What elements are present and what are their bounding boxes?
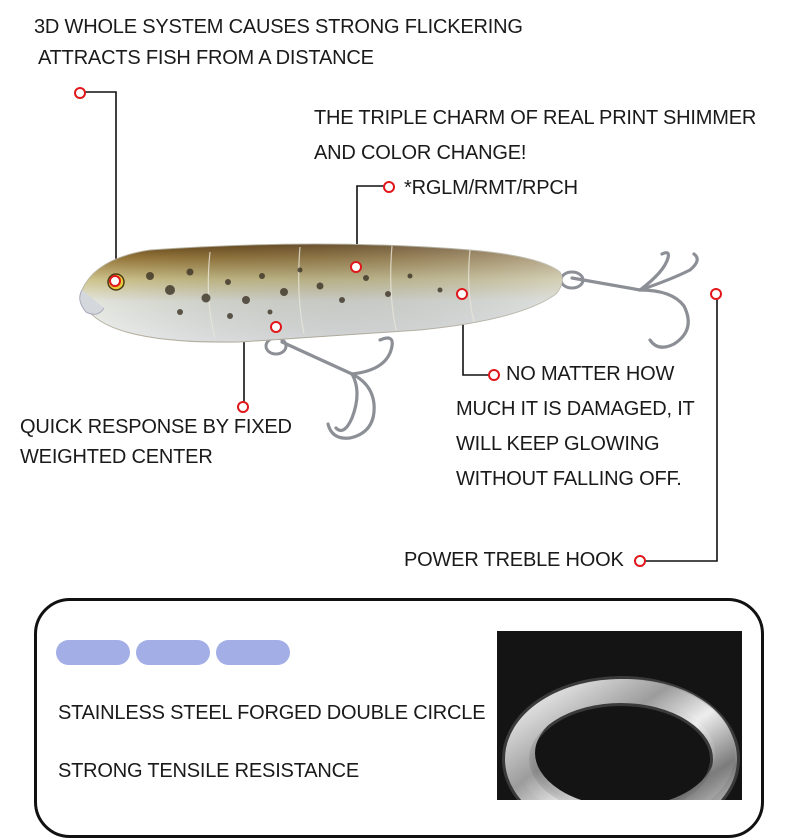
callout-weight-line1: QUICK RESPONSE BY FIXED <box>20 416 292 438</box>
leader-line-shimmer <box>356 185 385 262</box>
fishing-lure-illustration <box>79 243 699 440</box>
tail-treble-hook <box>570 251 699 349</box>
callout-shimmer-line2: AND COLOR CHANGE! <box>314 142 527 164</box>
callout-flicker-line2: ATTRACTS FISH FROM A DISTANCE <box>38 47 374 69</box>
callout-color-codes: *RGLM/RMT/RPCH <box>404 177 578 199</box>
callout-glow-line4: WITHOUT FALLING OFF. <box>456 468 682 490</box>
split-ring-icon <box>502 676 740 800</box>
callout-marker-icon <box>710 288 722 300</box>
callout-glow-line3: WILL KEEP GLOWING <box>456 433 660 455</box>
panel-feature-2: STRONG TENSILE RESISTANCE <box>58 760 359 782</box>
callout-flicker-line1: 3D WHOLE SYSTEM CAUSES STRONG FLICKERING <box>34 16 523 38</box>
tab-pill <box>216 640 290 665</box>
panel-feature-1: STAINLESS STEEL FORGED DOUBLE CIRCLE <box>58 702 486 724</box>
callout-shimmer-line1: THE TRIPLE CHARM OF REAL PRINT SHIMMER <box>314 107 757 129</box>
callout-marker-icon <box>456 288 468 300</box>
callout-marker-icon <box>350 261 362 273</box>
callout-marker-icon <box>237 401 249 413</box>
callout-marker-icon <box>109 275 121 287</box>
tab-pill <box>56 640 130 665</box>
callout-marker-icon <box>383 181 395 193</box>
callout-marker-icon <box>74 87 86 99</box>
callout-marker-icon <box>634 555 646 567</box>
leader-line-flicker <box>84 91 117 278</box>
callout-glow-line2: MUCH IT IS DAMAGED, IT <box>456 398 695 420</box>
lure-spots <box>146 267 443 319</box>
callout-weight-line2: WEIGHTED CENTER <box>20 446 213 468</box>
callout-hook: POWER TREBLE HOOK <box>404 549 624 571</box>
tab-pill <box>136 640 210 665</box>
callout-glow-line1: NO MATTER HOW <box>506 363 675 385</box>
split-ring-photo <box>497 631 742 800</box>
callout-marker-icon <box>488 369 500 381</box>
belly-treble-hook <box>280 336 394 440</box>
leader-line-hook <box>645 294 718 562</box>
callout-marker-icon <box>270 321 282 333</box>
